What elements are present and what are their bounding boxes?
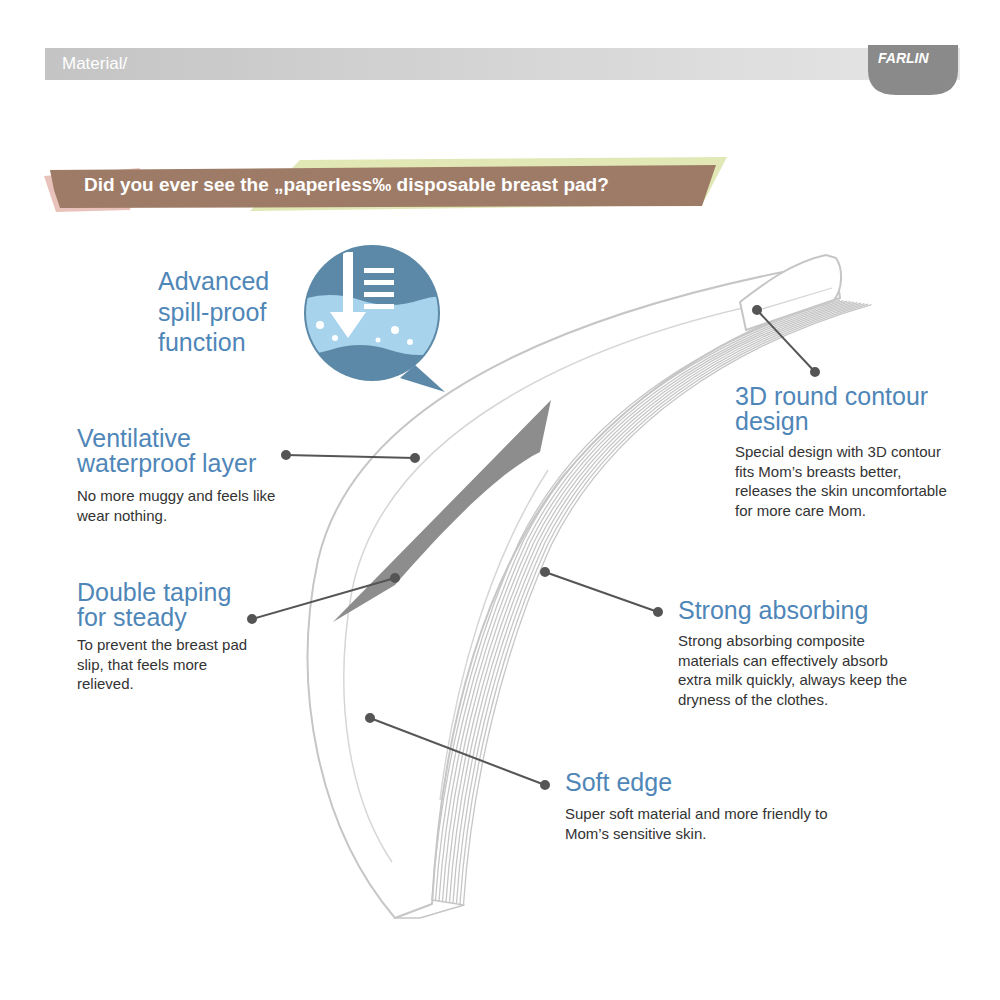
title-ribbon	[50, 165, 716, 208]
feature-heading: Strong absorbing	[678, 597, 958, 625]
breast-pad-illustration	[308, 255, 872, 918]
feature-heading: Double taping for steady	[77, 580, 257, 630]
spill-proof-icon	[300, 245, 450, 392]
feature-heading: 3D round contour design	[735, 384, 965, 434]
feature-description: Special design with 3D contour fits Mom’…	[735, 442, 960, 520]
tape-strip	[333, 400, 551, 622]
feature-heading: Soft edge	[565, 769, 845, 797]
feature-heading: Advanced spill-proof function	[158, 266, 308, 358]
feature-description: No more muggy and feels like wear nothin…	[77, 486, 287, 525]
feature-description: Super soft material and more friendly to…	[565, 804, 840, 843]
header-bar	[45, 48, 960, 80]
section-header: Material/	[62, 52, 362, 76]
feature-description: To prevent the breast pad slip, that fee…	[77, 635, 257, 694]
brand-logo: FARLIN	[878, 50, 953, 67]
title: Did you ever see the „paperless‰ disposa…	[84, 174, 609, 197]
logo-tab	[868, 45, 958, 95]
feature-heading: Ventilative waterproof layer	[77, 426, 277, 476]
feature-description: Strong absorbing composite materials can…	[678, 631, 918, 709]
leader-lines	[248, 306, 819, 789]
